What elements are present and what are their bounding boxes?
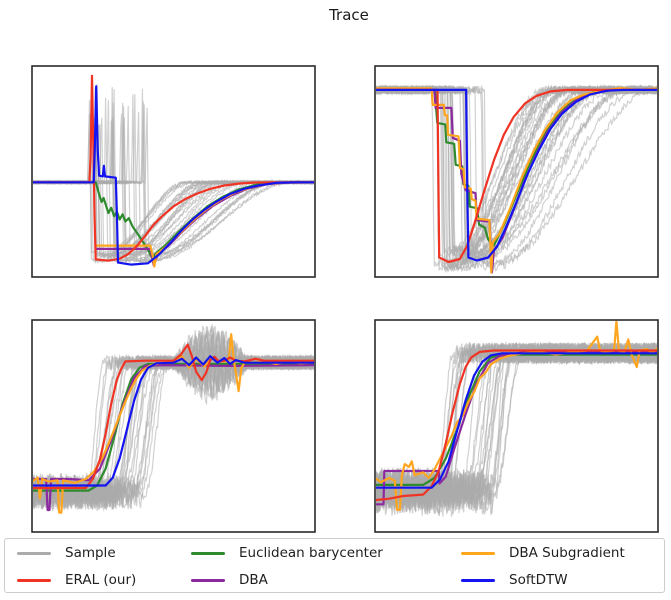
subplot-top-right [376,83,657,274]
legend-item-dba: DBA [191,567,383,593]
plot-border [374,65,659,278]
plot-border [31,65,316,278]
legend-label-eral: ERAL (our) [65,572,137,588]
subplot-top-left [33,74,314,268]
series-softdtw-line [376,352,657,489]
legend-item-eral: ERAL (our) [17,567,136,593]
eral-line-swatch [17,578,51,582]
plot-border [31,319,316,533]
sample-line [376,341,657,503]
subplot-bottom-left [33,324,314,514]
series-eral-line [33,343,314,490]
legend-label-sample: Sample [65,545,116,561]
series-softdtw-line [33,355,314,487]
legend-label-dba: DBA [239,572,268,588]
legend-item-sample: Sample [17,540,136,566]
legend-label-softdtw: SoftDTW [509,572,568,588]
dba-line-swatch [191,578,225,582]
series-softdtw-line [376,88,657,262]
softdtw-line-swatch [461,578,495,582]
legend-column-2: Euclidean barycenter DBA [191,539,383,592]
sample-line-swatch [17,551,51,555]
legend-label-euclidean-barycenter: Euclidean barycenter [239,545,383,561]
legend: Sample ERAL (our) Euclidean barycenter D… [4,538,665,593]
series-eral-line [376,349,657,502]
euclidean-barycenter-line-swatch [191,551,225,555]
series-softdtw-line [33,85,314,266]
series-dba_subgradient-line [376,87,657,274]
legend-item-euclidean-barycenter: Euclidean barycenter [191,540,383,566]
legend-item-dba-subgradient: DBA Subgradient [461,540,625,566]
legend-column-1: Sample ERAL (our) [17,539,136,592]
subplot-bottom-right [376,321,657,517]
legend-label-dba-subgradient: DBA Subgradient [509,545,625,561]
series-eral-line [33,74,314,262]
series-eral-line [376,88,657,264]
plot-border [374,319,659,533]
figure-title: Trace [329,6,369,24]
legend-item-softdtw: SoftDTW [461,567,625,593]
sample-line [376,84,657,268]
sample-line [376,342,657,505]
series-dba-line [33,364,314,512]
dba-subgradient-line-swatch [461,551,495,555]
legend-column-3: DBA Subgradient SoftDTW [461,539,625,592]
